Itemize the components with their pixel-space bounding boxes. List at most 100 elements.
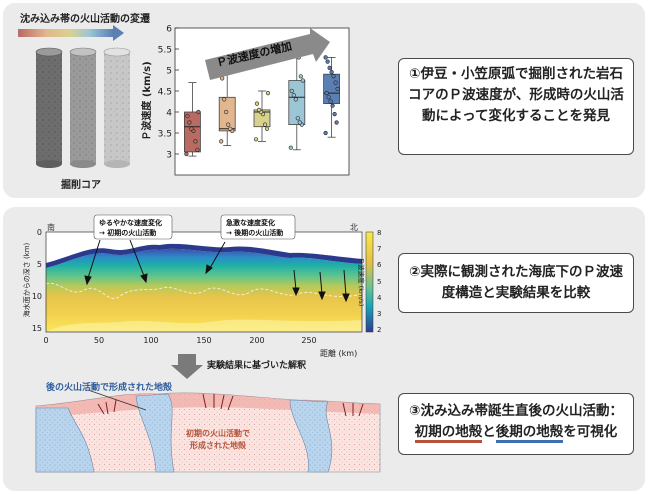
section-ytick: 0 xyxy=(37,228,42,237)
data-point xyxy=(334,120,339,125)
colorbar-tick: 3 xyxy=(377,310,381,318)
later-crust xyxy=(35,393,333,473)
box-iqr xyxy=(218,96,236,132)
data-point xyxy=(195,147,200,152)
callout-1-text: ①伊豆・小笠原弧で掘削された岩石コアのＰ波速度が、形成時の火山活動によって変化す… xyxy=(408,66,624,124)
interpretation-early-line2: 形成された地殻 xyxy=(190,440,247,450)
cores-label: 掘削コア xyxy=(61,180,101,191)
interpretation-arrow-label: 実験結果に基づいた解釈 xyxy=(207,361,307,371)
cores-title: 沈み込み帯の火山活動の変遷 xyxy=(20,14,150,25)
data-point xyxy=(328,99,333,104)
data-point xyxy=(226,122,231,127)
annotation-abrupt-line1: 急激な速度変化 xyxy=(226,218,275,227)
data-point xyxy=(196,109,201,115)
data-point xyxy=(323,55,328,60)
section-xtick: 200 xyxy=(249,336,264,345)
section-xtick: 150 xyxy=(196,336,211,345)
core-2 xyxy=(69,47,97,168)
data-point xyxy=(222,97,227,102)
callout-3-mid: と xyxy=(482,424,496,440)
data-point xyxy=(193,139,198,144)
data-point xyxy=(295,116,300,121)
box-5 xyxy=(323,55,341,138)
callout-2-text: ②実際に観測された海底下のＰ波速度構造と実験結果を比較 xyxy=(409,264,623,301)
colorbar-label: Ｐ波速度 (km/s) xyxy=(357,258,366,307)
section-x-ticks: 0 50 100 150 200 250 xyxy=(43,336,316,345)
data-point xyxy=(219,139,224,144)
y-tick-label: 5.5 xyxy=(158,46,172,56)
callout-3-early: 初期の地殻 xyxy=(414,424,483,443)
callout-3-end: を可視化 xyxy=(563,424,618,440)
data-point xyxy=(288,145,293,150)
y-tick-label: 4.5 xyxy=(158,88,172,98)
data-point xyxy=(264,126,270,131)
data-point xyxy=(254,101,260,106)
data-point xyxy=(184,151,189,157)
data-point xyxy=(298,74,303,79)
data-point xyxy=(228,126,233,131)
annotation-gradual-line2: → 初期の火山活動 xyxy=(99,228,156,237)
data-point xyxy=(185,114,190,119)
interpretation-diagram: 初期の火山活動で 形成された地殻 xyxy=(35,389,381,473)
data-point xyxy=(323,130,328,136)
section-x-label: 距離 (km) xyxy=(320,348,357,358)
box-iqr xyxy=(253,109,271,128)
section-y-label: 海水面からの深さ (km) xyxy=(22,242,31,317)
down-arrow xyxy=(171,354,203,379)
interpretation-early-line1: 初期の火山活動で xyxy=(186,428,250,438)
section-ytick: 15 xyxy=(32,324,42,333)
colorbar: 8 7 6 5 4 3 2 Ｐ波速度 (km/s) xyxy=(357,229,382,334)
callout-3: ③沈み込み帯誕生直後の火山活動： 初期の地殻と後期の地殻を可視化 xyxy=(398,393,634,455)
core-1 xyxy=(35,47,63,168)
section-y-ticks: 0 5 10 15 xyxy=(32,228,42,333)
velocity-section-figure: 南 北 ゆるやかな速度変化 → 初期の火山活動 急激な速度変化 → 後期の火山活… xyxy=(22,214,382,358)
y-axis-label: Ｐ波速度 (km/s) xyxy=(140,61,153,140)
box-3 xyxy=(253,90,271,142)
core-3 xyxy=(103,47,131,168)
y-tick-label: 3 xyxy=(166,151,172,161)
section-xtick: 250 xyxy=(301,336,316,345)
data-point xyxy=(293,97,298,102)
colorbar-tick: 2 xyxy=(377,326,381,334)
data-point xyxy=(324,90,329,96)
y-tick-label: 4 xyxy=(166,109,172,119)
data-point xyxy=(327,65,332,71)
annotation-gradual-line1: ゆるやかな速度変化 xyxy=(99,218,162,227)
callout-3-later: 後期の地殻 xyxy=(495,424,564,443)
data-point xyxy=(253,137,259,142)
data-point xyxy=(187,120,192,125)
annotation-gradual: ゆるやかな速度変化 → 初期の火山活動 xyxy=(93,214,173,240)
y-tick-label: 5 xyxy=(166,67,172,77)
data-point xyxy=(330,103,335,108)
data-point xyxy=(335,86,340,91)
data-point xyxy=(325,59,330,64)
data-point xyxy=(265,90,271,96)
early-crust-upper xyxy=(36,392,380,418)
interpretation-later-label: 後の火山活動で形成された地殻 xyxy=(46,383,173,393)
data-point xyxy=(331,74,336,79)
colorbar-tick: 6 xyxy=(377,261,382,269)
data-point xyxy=(297,120,302,125)
data-point xyxy=(326,95,331,100)
section-xtick: 100 xyxy=(143,336,158,345)
colorbar-tick: 8 xyxy=(377,229,381,237)
box-2 xyxy=(218,73,236,146)
section-ytick: 10 xyxy=(32,292,42,301)
annotation-abrupt-line2: → 後期の火山活動 xyxy=(226,228,283,237)
data-point xyxy=(291,93,296,98)
data-point xyxy=(256,107,262,112)
callout-3-line1: ③沈み込み帯誕生直後の火山活動： xyxy=(409,403,623,419)
data-point xyxy=(289,88,294,94)
dikes xyxy=(97,393,364,417)
label-north: 北 xyxy=(350,223,358,232)
velocity-section xyxy=(46,243,362,332)
section-xtick: 0 xyxy=(43,336,48,345)
y-tick-label: 6 xyxy=(166,25,172,35)
callout-2: ②実際に観測された海底下のＰ波速度構造と実験結果を比較 xyxy=(398,253,634,313)
colorbar-tick: 5 xyxy=(377,278,381,286)
data-point xyxy=(332,111,337,117)
section-xtick: 50 xyxy=(94,336,104,345)
colorbar-tick: 7 xyxy=(377,245,381,253)
data-point xyxy=(262,122,268,127)
callout-1: ①伊豆・小笠原弧で掘削された岩石コアのＰ波速度が、形成時の火山活動によって変化す… xyxy=(398,58,634,155)
